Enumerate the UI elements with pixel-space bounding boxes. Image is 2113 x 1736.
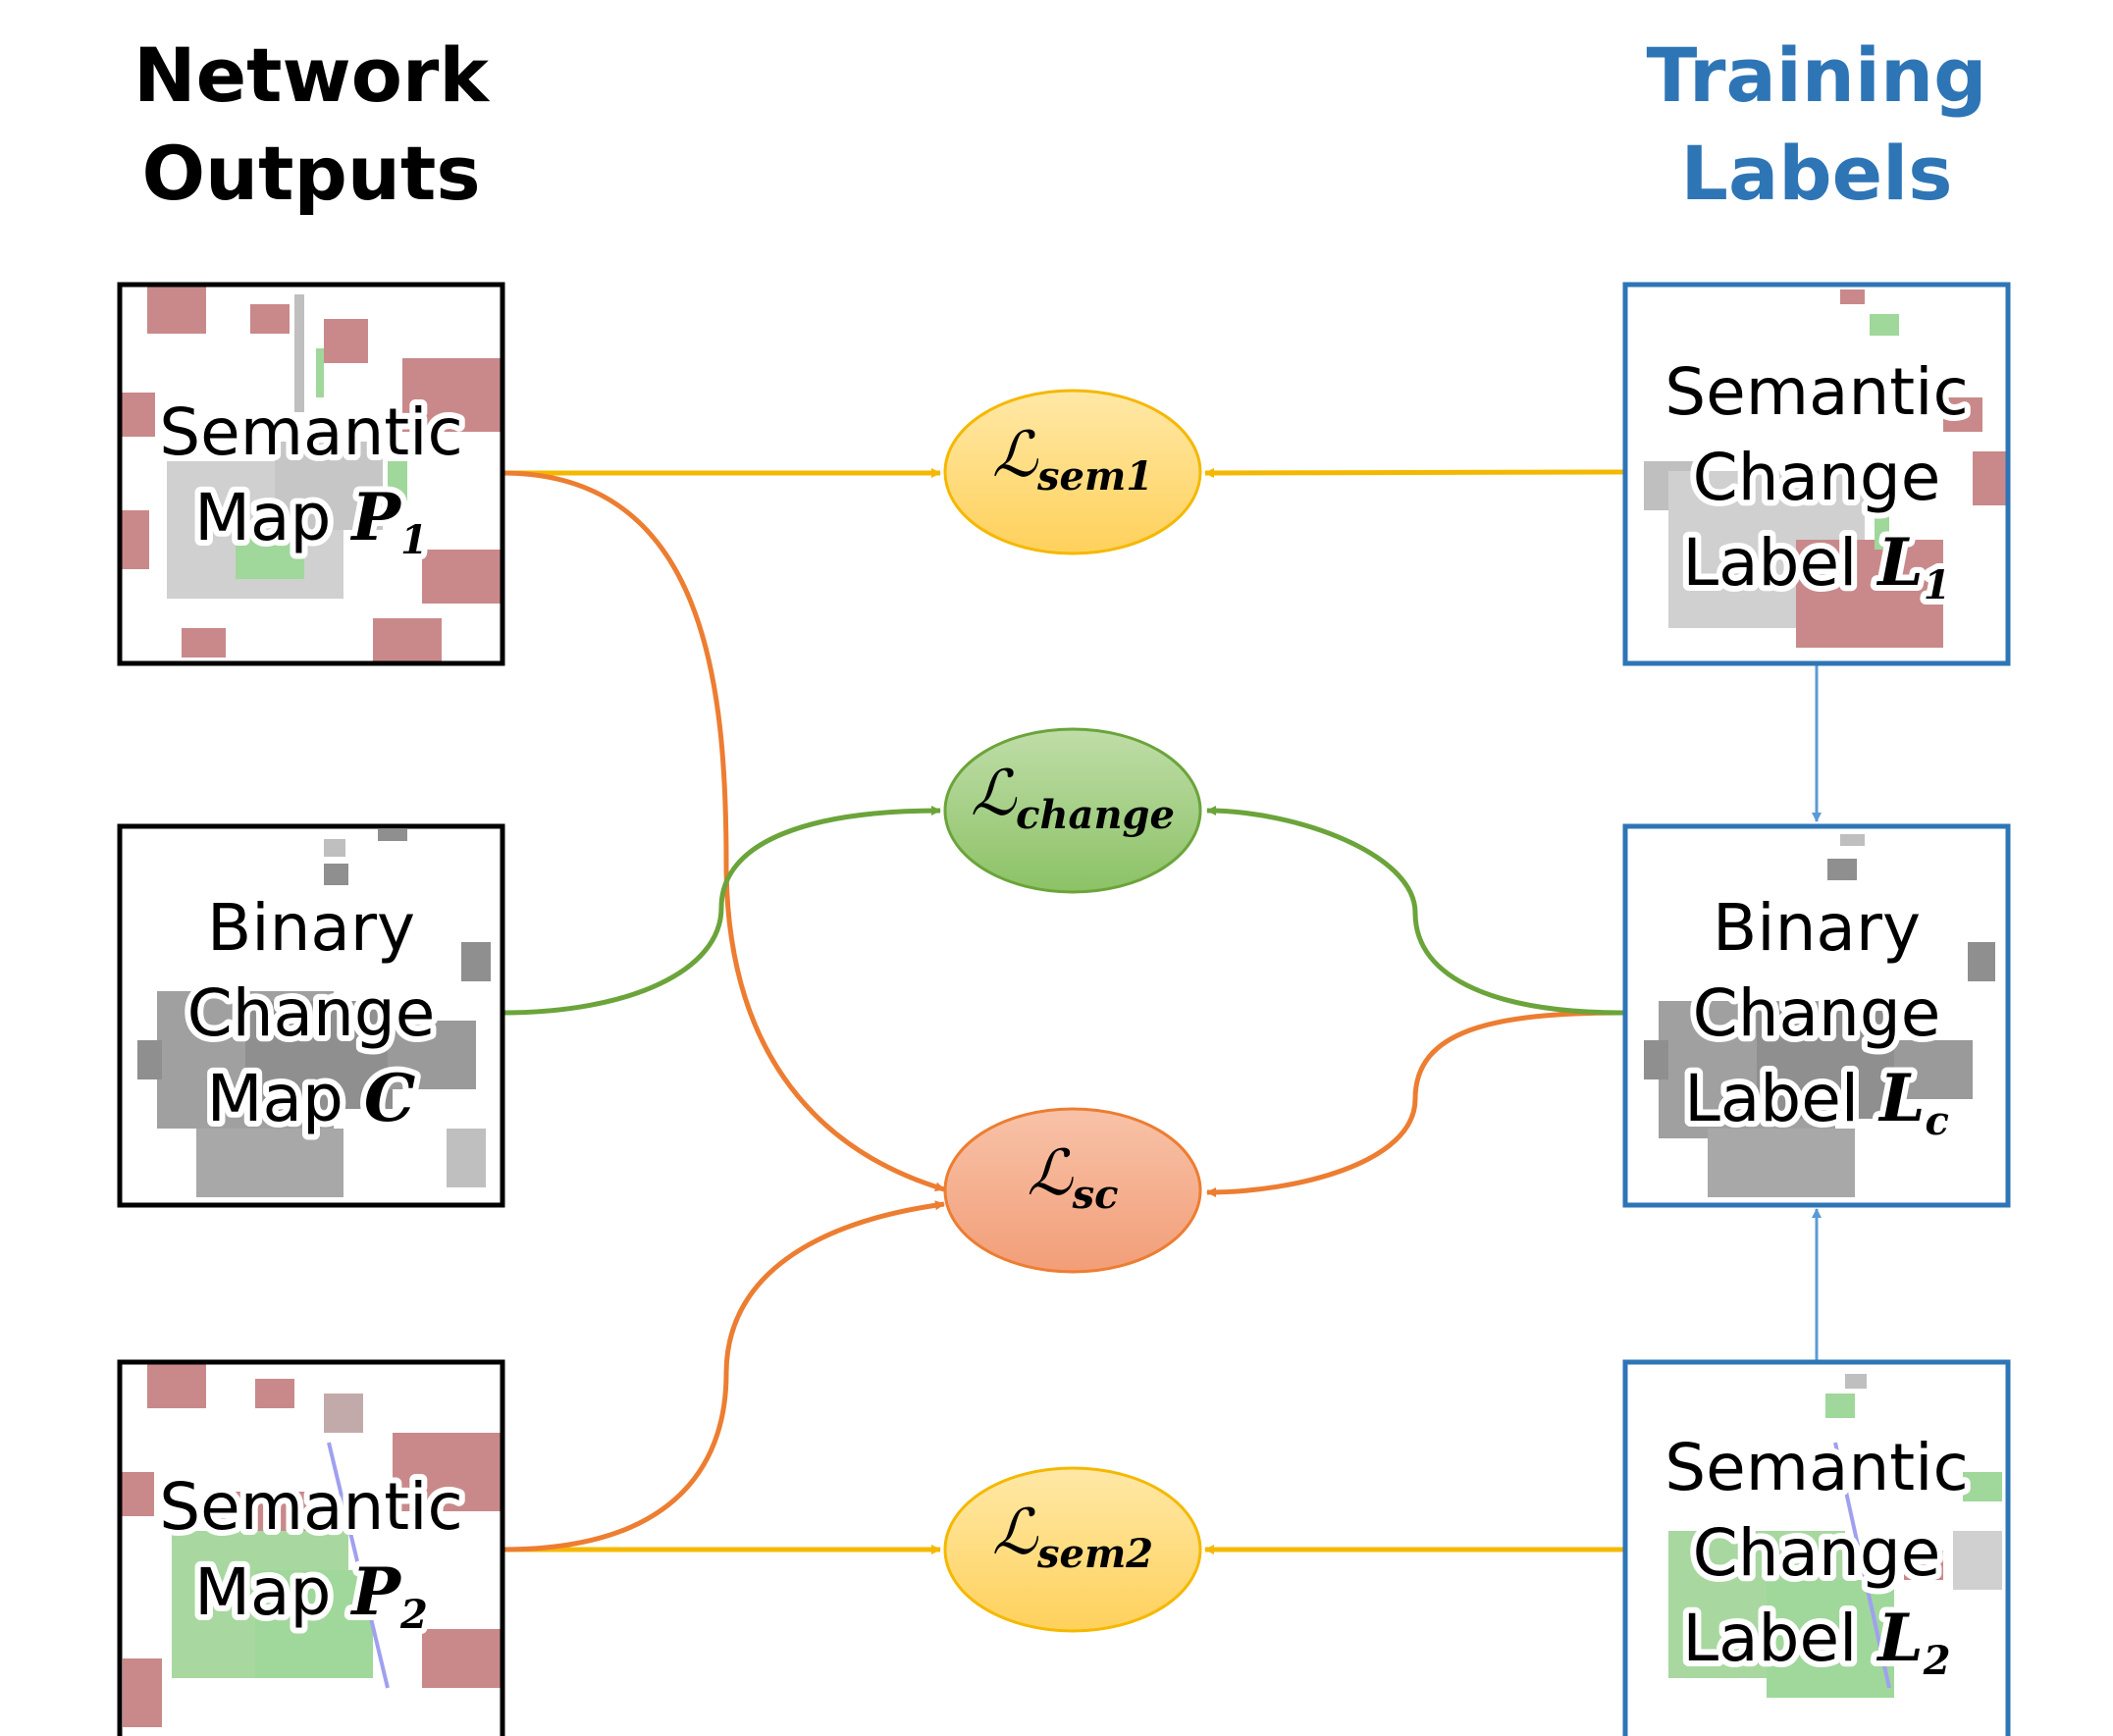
loss-sem2-label: ℒsem2 xyxy=(992,1497,1153,1577)
semantic-map-p1-image xyxy=(120,287,502,663)
lc-to-sc-arrow xyxy=(1206,1010,1624,1197)
l1-to-sem1-arrow xyxy=(1204,467,1624,478)
l2-label-line3: Label L2 xyxy=(1682,1600,1950,1684)
binary-change-map-c-box xyxy=(117,823,505,1208)
semantic-change-label-l2-box xyxy=(1622,1359,2011,1736)
loss-change-node: ℒchange xyxy=(943,727,1202,894)
network-outputs-header-line1: Network xyxy=(133,31,490,119)
loss-sem2-node: ℒsem2 xyxy=(943,1466,1202,1633)
loss-sc-node: ℒsc xyxy=(943,1107,1202,1274)
p2-label-line2: Map P2 xyxy=(194,1553,428,1638)
semantic-change-label-l2-image xyxy=(1668,1374,2002,1698)
semantic-change-label-l1-box xyxy=(1622,282,2011,666)
c-label-line3: Map C xyxy=(207,1060,416,1136)
binary-change-label-lc-image xyxy=(1644,834,1995,1197)
l1-label-line2: Change xyxy=(1693,440,1941,515)
training-labels-header-line1: Training xyxy=(1647,31,1987,119)
binary-change-label-lc-box xyxy=(1622,823,2011,1208)
loss-sc-label: ℒsc xyxy=(1028,1137,1119,1218)
semantic-map-p2-image xyxy=(120,1364,502,1727)
training-labels-header-line2: Labels xyxy=(1681,130,1953,217)
loss-change-label: ℒchange xyxy=(971,758,1175,838)
c-label-line2: Change xyxy=(187,975,436,1051)
l2-label-line2: Change xyxy=(1693,1515,1941,1591)
binary-change-map-c-image xyxy=(137,829,491,1197)
loss-sem1-label: ℒsem1 xyxy=(992,419,1153,500)
p2-to-sc-arrow xyxy=(502,1200,945,1552)
p1-label-line1: Semantic xyxy=(159,395,463,470)
semantic-change-label-l1-image xyxy=(1644,289,2008,648)
semantic-map-p1-box xyxy=(117,282,505,666)
p1-to-sc-arrow xyxy=(502,470,945,1192)
network-outputs-header-line2: Outputs xyxy=(141,130,480,217)
l2-label-line1: Semantic xyxy=(1664,1430,1969,1505)
l1-label-line3: Label L1 xyxy=(1682,524,1950,608)
lc-label-line2: Change xyxy=(1693,975,1941,1051)
p1-label-line2: Map P1 xyxy=(194,479,428,563)
p2-label-line1: Semantic xyxy=(159,1469,463,1545)
l1-label-line1: Semantic xyxy=(1664,354,1969,430)
loss-sem1-node: ℒsem1 xyxy=(943,389,1202,555)
c-to-change-arrow xyxy=(502,806,941,1016)
semantic-map-p2-box xyxy=(117,1359,505,1736)
c-label-line1: Binary xyxy=(207,890,415,966)
lc-label-line3: Label Lc xyxy=(1684,1060,1949,1144)
lc-to-change-arrow xyxy=(1206,806,1624,1016)
lc-label-line1: Binary xyxy=(1713,890,1921,966)
